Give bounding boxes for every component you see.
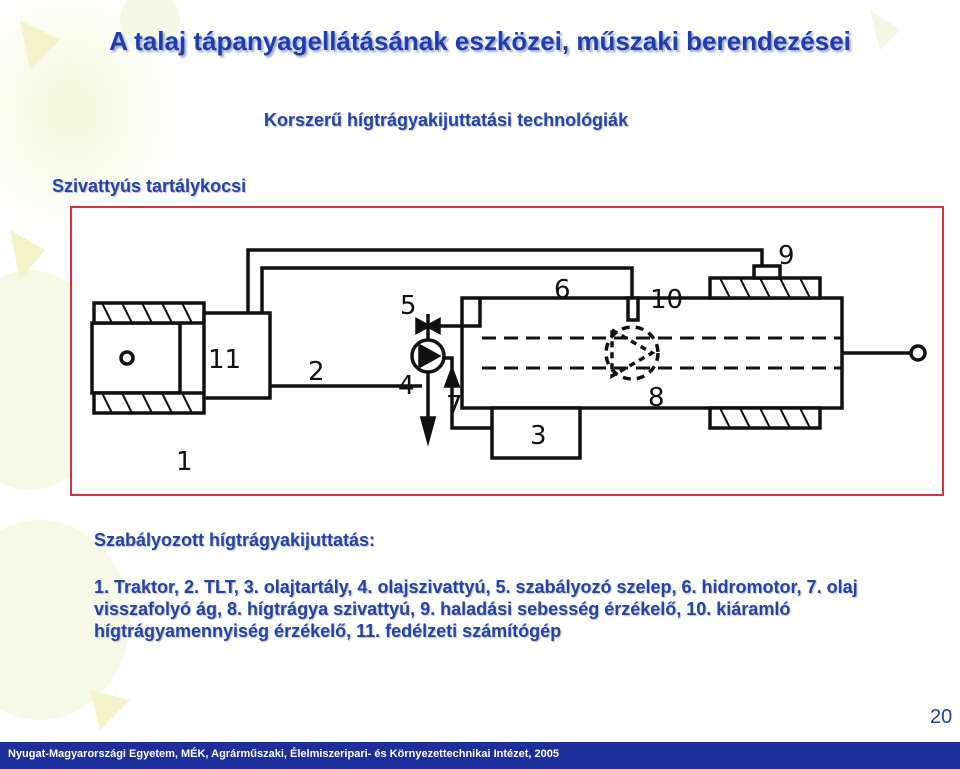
- outlet-nozzle: [909, 344, 927, 362]
- label-1: 1: [176, 447, 193, 477]
- footer-text: Nyugat-Magyarországi Egyetem, MÉK, Agrár…: [8, 748, 560, 760]
- label-10: 10: [650, 285, 683, 315]
- slide-title: A talaj tápanyagellátásának eszközei, mű…: [109, 26, 851, 56]
- tractor-wheel-bottom: [92, 391, 206, 415]
- flow-sensor: [626, 296, 640, 322]
- hitch-circle: [119, 350, 135, 366]
- label-3: 3: [530, 421, 547, 451]
- label-5: 5: [400, 291, 417, 321]
- tanker-diagram: 1 2 3 4 5 6 7 8 9 10 11: [90, 241, 927, 477]
- computer-box: [202, 311, 272, 400]
- diagram-frame: 1 2 3 4 5 6 7 8 9 10 11: [70, 206, 944, 496]
- speed-sensor: [752, 264, 782, 280]
- oil-tank: [490, 406, 582, 460]
- label-8: 8: [648, 383, 665, 413]
- slide-subtitle: Korszerű hígtrágyakijuttatási technológi…: [264, 110, 629, 130]
- section-title: Szivattyús tartálykocsi: [52, 176, 247, 196]
- label-7: 7: [446, 391, 463, 421]
- footer-bar: Nyugat-Magyarországi Egyetem, MÉK, Agrár…: [0, 742, 960, 769]
- tractor-box: [90, 321, 182, 395]
- label-2: 2: [308, 357, 325, 387]
- page-number: 20: [930, 706, 953, 728]
- label-9: 9: [778, 241, 795, 271]
- label-4: 4: [398, 371, 415, 401]
- component-legend: 1. Traktor, 2. TLT, 3. olajtartály, 4. o…: [94, 577, 858, 641]
- slurry-pump: [604, 325, 660, 381]
- label-6: 6: [554, 275, 571, 305]
- regulated-application-heading: Szabályozott hígtrágyakijuttatás:: [94, 530, 376, 550]
- label-11: 11: [208, 345, 241, 375]
